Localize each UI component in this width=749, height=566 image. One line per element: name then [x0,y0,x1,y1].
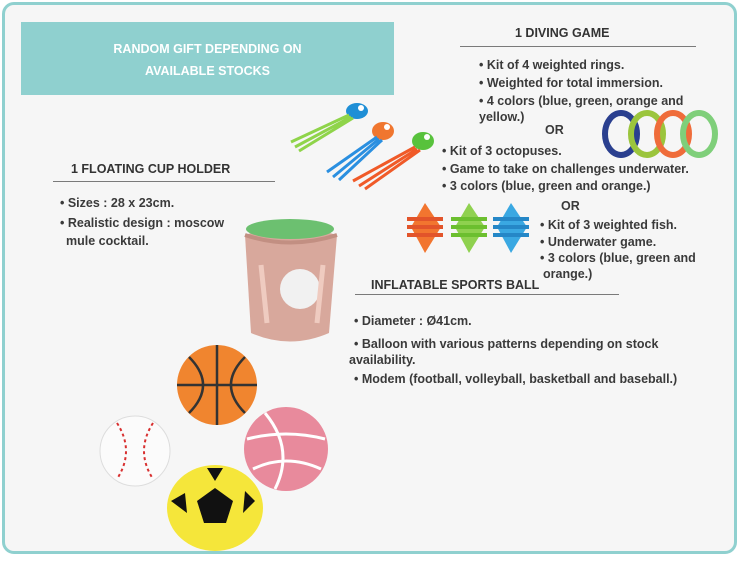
fish-line-4: orange.) [543,267,593,281]
sports-balls-image [99,345,328,551]
fish-orange-icon [407,203,443,253]
octopus-toys-image [290,103,434,191]
octopus-orange-icon [326,122,394,182]
ball-title-rule [355,294,619,295]
cup-line-2: • Realistic design : moscow [60,216,225,230]
octopus-line-2: • Game to take on challenges underwater. [442,162,689,176]
ring-lightgreen-icon [680,110,718,158]
or-separator-1: OR [545,123,564,137]
baseball-icon [99,415,171,487]
ball-line-4: • Modem (football, volleyball, basketbal… [354,372,678,386]
ball-line-3: availability. [349,353,416,367]
or-separator-2: OR [561,199,580,213]
ring-blue-icon [602,110,640,158]
octopus-blue-icon [290,103,368,153]
ring-green-icon [628,110,666,158]
cup-title: 1 FLOATING CUP HOLDER [71,162,231,176]
rings-line-1: • Kit of 4 weighted rings. [479,58,625,72]
fish-green-icon [451,203,487,253]
fish-blue-icon [493,203,529,253]
octopus-line-3: • 3 colors (blue, green and orange.) [442,179,651,193]
cup-line-3: mule cocktail. [66,234,149,248]
weighted-fish-image [407,203,529,253]
rings-line-3: • 4 colors (blue, green, orange and [479,94,684,108]
fish-line-2: • Underwater game. [540,235,657,249]
product-panel: RANDOM GIFT DEPENDING ON AVAILABLE STOCK… [2,2,737,554]
rings-line-4: yellow.) [479,110,525,124]
copper-cup-image [244,219,338,342]
volleyball-icon [244,407,328,491]
basketball-icon [177,345,257,425]
diving-rings-image [602,110,718,158]
cup-title-rule [53,181,275,182]
rings-line-2: • Weighted for total immersion. [479,76,664,90]
ring-orange-icon [654,110,692,158]
cup-line-1: • Sizes : 28 x 23cm. [60,196,175,210]
octopus-line-1: • Kit of 3 octopuses. [442,144,562,158]
banner-line-1: RANDOM GIFT DEPENDING ON [113,42,302,56]
ball-line-2: • Balloon with various patterns dependin… [354,337,659,351]
fish-line-1: • Kit of 3 weighted fish. [540,218,678,232]
octopus-green-icon [352,132,434,191]
ball-line-1: • Diameter : Ø41cm. [354,314,472,328]
ball-title: INFLATABLE SPORTS BALL [371,278,540,292]
fish-line-3: • 3 colors (blue, green and [540,251,696,265]
diving-title-rule [460,46,696,47]
football-icon [167,465,263,551]
banner-line-2: AVAILABLE STOCKS [144,64,270,78]
stock-banner: RANDOM GIFT DEPENDING ON AVAILABLE STOCK… [21,22,394,95]
diving-title: 1 DIVING GAME [515,26,610,40]
cup-hole-icon [280,269,320,309]
